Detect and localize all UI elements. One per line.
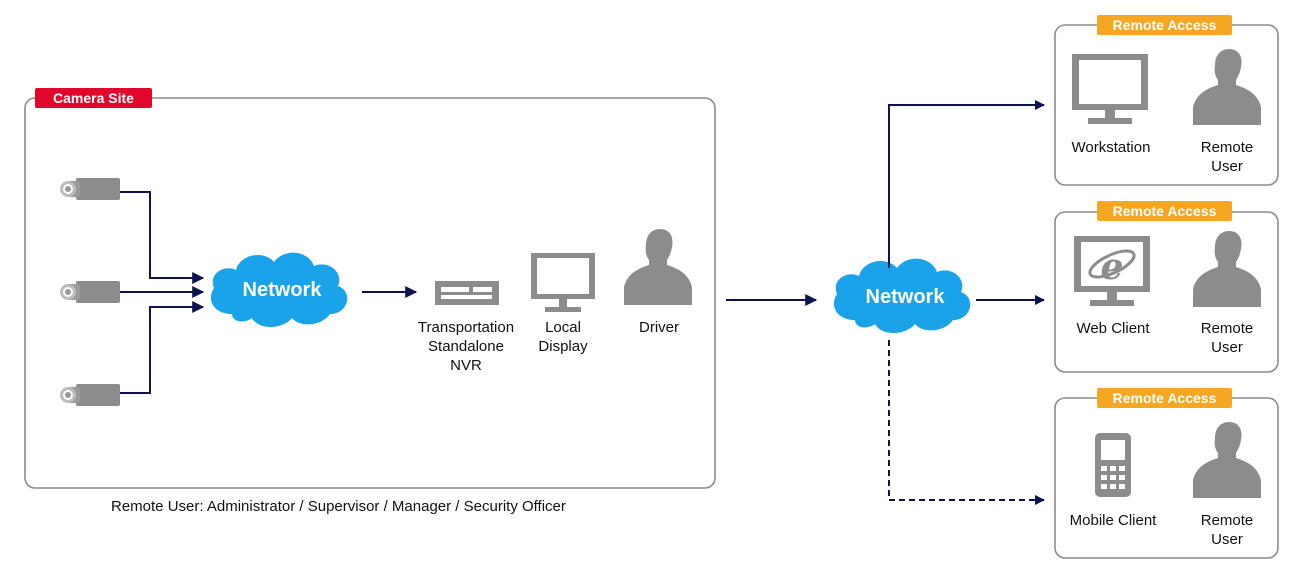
remote-user-person-icon — [1193, 231, 1261, 307]
remote-user-label: Remote User — [1200, 320, 1254, 356]
camera-icon — [60, 281, 120, 303]
driver-person-icon — [624, 229, 692, 305]
remote-user-caption: Remote User: Administrator / Supervisor … — [111, 498, 566, 515]
site-network-label: Network — [242, 279, 322, 301]
web-client-label: Web Client — [1076, 320, 1150, 337]
nvr-label: Transportation Standalone NVR — [417, 319, 515, 374]
mobile-client-label: Mobile Client — [1069, 512, 1157, 529]
remote-connectors — [888, 100, 1045, 505]
mobile-phone-icon — [1095, 433, 1131, 497]
workstation-monitor-icon — [1072, 54, 1148, 124]
remote-user-label: Remote User — [1200, 512, 1254, 548]
remote-user-label: Remote User — [1200, 139, 1254, 175]
center-network-label: Network — [865, 286, 945, 308]
workstation-label: Workstation — [1071, 139, 1151, 156]
local-display-label: Local Display — [538, 319, 588, 355]
driver-label: Driver — [639, 319, 679, 336]
remote-access-tag: Remote Access — [1097, 201, 1232, 221]
camera-icon — [60, 178, 120, 200]
camera-site-frame — [24, 97, 716, 489]
camera-site-tag: Camera Site — [35, 88, 152, 108]
web-browser-monitor-icon: e — [1074, 236, 1150, 306]
remote-access-tag: Remote Access — [1097, 15, 1232, 35]
nvr-icon — [435, 281, 499, 305]
remote-user-person-icon — [1193, 49, 1261, 125]
remote-user-person-icon — [1193, 422, 1261, 498]
local-display-icon — [531, 253, 595, 312]
remote-access-tag: Remote Access — [1097, 388, 1232, 408]
camera-icon — [60, 384, 120, 406]
camera-connectors — [120, 191, 818, 394]
